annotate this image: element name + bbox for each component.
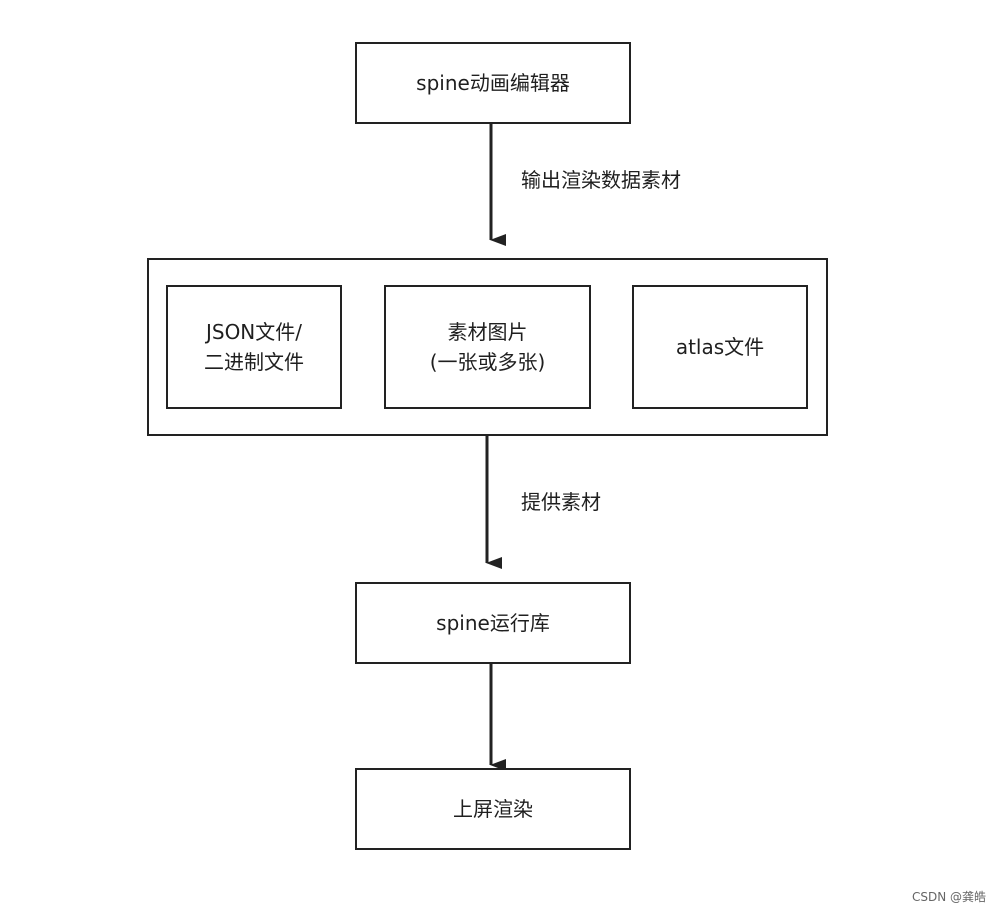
node-json-file: JSON文件/ 二进制文件 xyxy=(166,285,342,409)
node-atlas-file-label: atlas文件 xyxy=(675,335,765,359)
node-spine-editor-label: spine动画编辑器 xyxy=(416,71,570,95)
edge-label-provide-assets: 提供素材 xyxy=(521,490,601,514)
node-texture-images: 素材图片 (一张或多张) xyxy=(384,285,591,409)
node-spine-editor: spine动画编辑器 xyxy=(355,42,631,124)
edge-label-output-render-data: 输出渲染数据素材 xyxy=(521,168,681,192)
node-atlas-file: atlas文件 xyxy=(632,285,808,409)
node-screen-render-label: 上屏渲染 xyxy=(453,797,533,821)
node-texture-images-line1: 素材图片 xyxy=(447,320,528,344)
node-spine-runtime: spine运行库 xyxy=(355,582,631,664)
node-json-file-line1: JSON文件/ xyxy=(205,320,303,344)
node-spine-runtime-label: spine运行库 xyxy=(436,611,550,635)
watermark-text: CSDN @龚皓 xyxy=(911,890,986,904)
node-screen-render: 上屏渲染 xyxy=(355,768,631,850)
node-texture-images-line2: (一张或多张) xyxy=(429,350,546,374)
node-json-file-line2: 二进制文件 xyxy=(204,350,304,374)
